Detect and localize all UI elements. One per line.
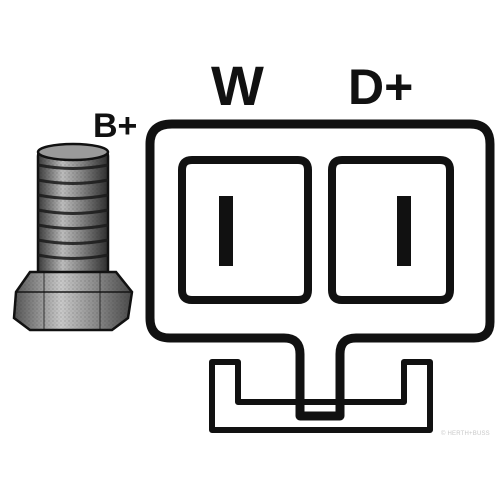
housing-outline [145, 119, 495, 421]
b-plus-stud-bolt [12, 142, 134, 332]
d-plus-socket [328, 156, 454, 304]
w-pin [219, 196, 233, 266]
w-terminal-label: W [211, 54, 264, 117]
watermark: © HERTH+BUSS [441, 431, 490, 437]
plug-housing [145, 119, 495, 433]
b-plus-terminal-label: B+ [93, 107, 138, 145]
d-plus-pin [397, 196, 411, 266]
d-plus-terminal-label: D+ [348, 59, 414, 115]
locking-clip [209, 359, 433, 433]
w-socket [178, 156, 312, 304]
